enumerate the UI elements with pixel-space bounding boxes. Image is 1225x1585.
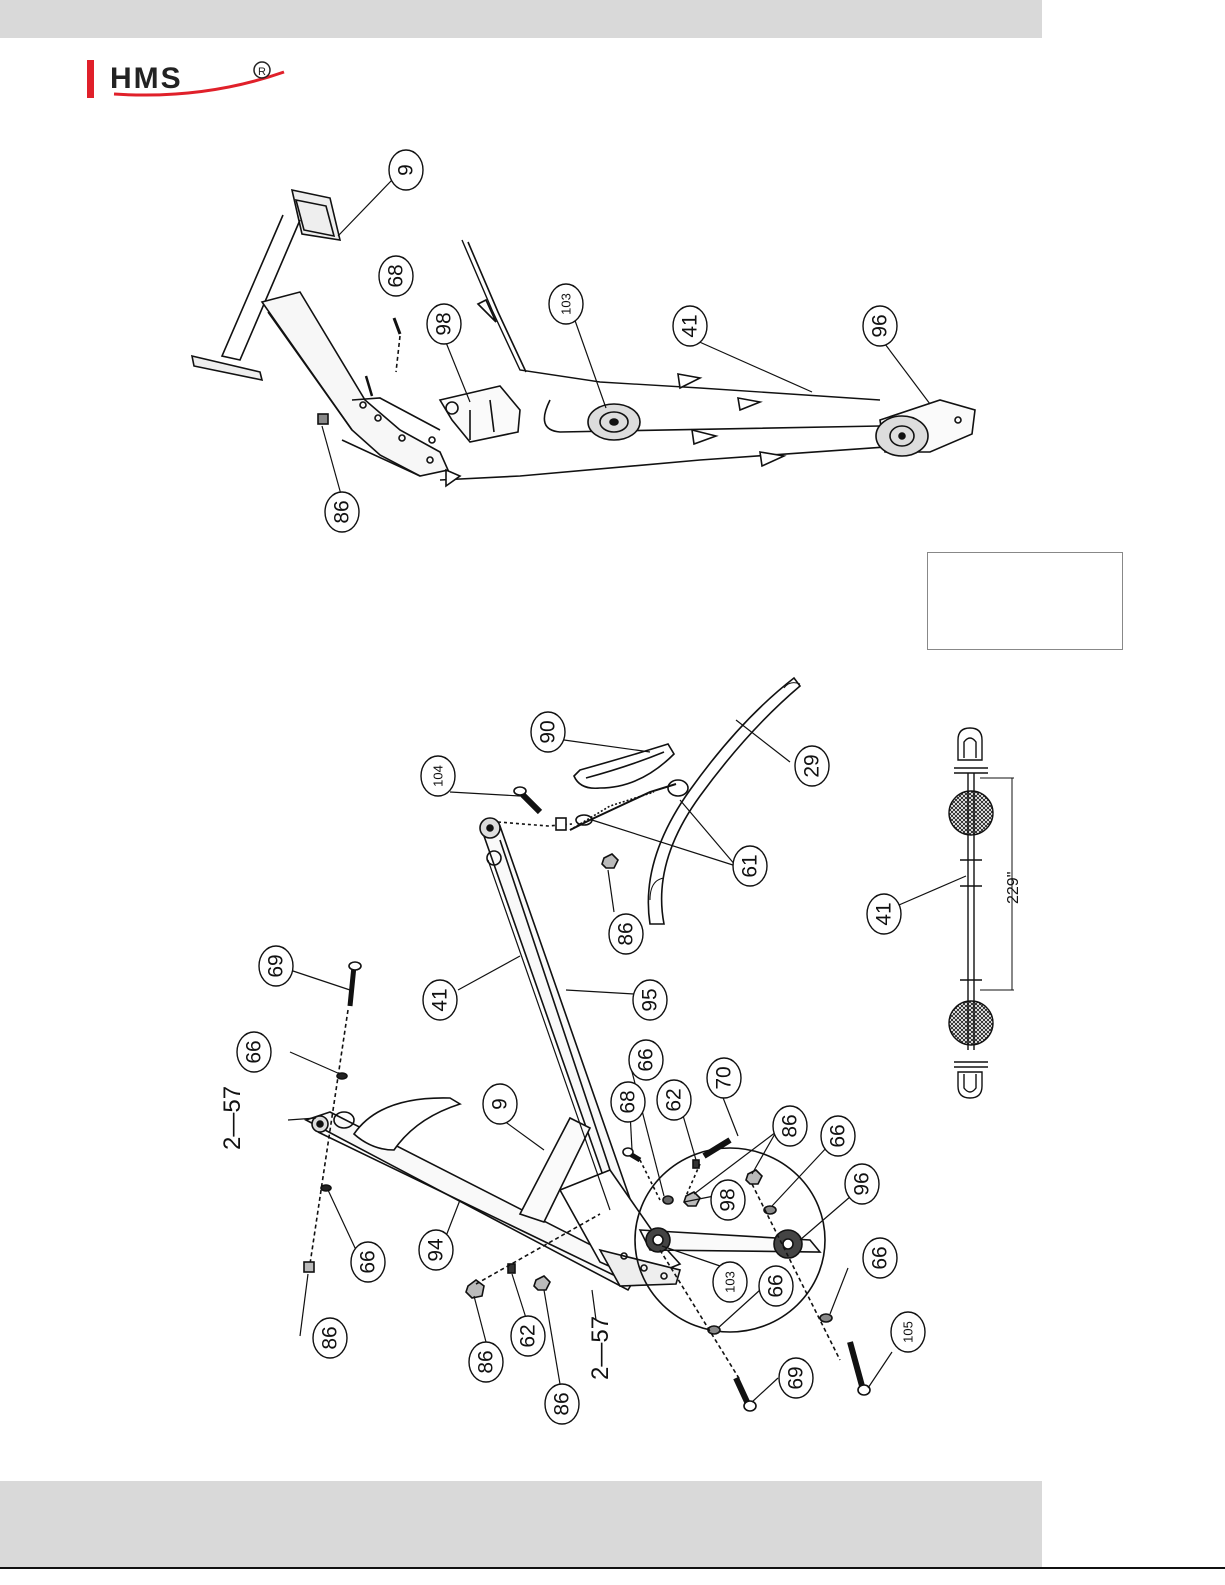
callout-label: 9	[489, 1098, 512, 1110]
callout-label: 96	[851, 1172, 874, 1195]
callout-b86a: 86	[609, 914, 643, 954]
cable-41-detail	[949, 728, 1014, 1098]
footer-bar	[0, 1481, 1042, 1567]
callout-b86c: 86	[469, 1342, 503, 1382]
callout-label: 66	[765, 1274, 788, 1297]
callout-b66d: 66	[351, 1242, 385, 1282]
callout-b66e: 66	[759, 1266, 793, 1306]
callout-label: 66	[869, 1246, 892, 1269]
top-assembly	[192, 190, 975, 486]
callout-label: 86	[475, 1350, 498, 1373]
callout-label: 66	[357, 1250, 380, 1273]
callout-c68: 68	[379, 256, 413, 296]
callout-c103: 103	[549, 284, 583, 324]
cable-length-label: 229"	[1005, 872, 1022, 904]
callout-c98: 98	[427, 304, 461, 344]
callout-b61: 61	[733, 846, 767, 886]
callout-label: 103	[723, 1271, 738, 1293]
callout-b62a: 62	[657, 1080, 691, 1120]
callout-b66a: 66	[237, 1032, 271, 1072]
callout-label: 29	[801, 754, 824, 777]
callout-label: 104	[431, 765, 446, 787]
callout-label: 94	[425, 1238, 448, 1262]
callout-b103: 103	[713, 1262, 747, 1302]
callout-label: 86	[779, 1114, 802, 1137]
callout-b69b: 69	[779, 1358, 813, 1398]
callout-b98: 98	[711, 1180, 745, 1220]
callout-label: 96	[869, 314, 892, 337]
callout-b86d: 86	[545, 1384, 579, 1424]
callout-group: 9 68 98 103 41 96 86 104 90 29 61 86 69 66 41 95 66 68 62 7…	[237, 150, 925, 1424]
callout-label: 86	[615, 922, 638, 945]
callout-b62b: 62	[511, 1316, 545, 1356]
callout-c9: 9	[389, 150, 423, 190]
callout-label: 86	[551, 1392, 574, 1415]
callout-label: 95	[639, 988, 662, 1011]
callout-label: 98	[717, 1188, 740, 1211]
callout-label: 68	[617, 1090, 640, 1113]
callout-label: 103	[559, 293, 574, 315]
callout-b96: 96	[845, 1164, 879, 1204]
callout-c96: 96	[863, 306, 897, 346]
callout-label: 86	[319, 1326, 342, 1349]
callout-label: 41	[429, 988, 452, 1011]
callout-label: 66	[827, 1124, 850, 1147]
callout-b105: 105	[891, 1312, 925, 1352]
callout-b41: 41	[423, 980, 457, 1020]
callout-label: 90	[537, 720, 560, 743]
callout-label: 105	[901, 1321, 916, 1343]
callout-label: 66	[635, 1048, 658, 1071]
callout-b41c: 41	[867, 894, 901, 934]
callout-b66f: 66	[863, 1238, 897, 1278]
callout-b104: 104	[421, 756, 455, 796]
callout-label: 69	[785, 1366, 808, 1389]
qty-57-bottom-label: 2—57	[587, 1316, 614, 1380]
callout-label: 61	[739, 854, 762, 877]
callout-label: 66	[243, 1040, 266, 1063]
bottom-rule	[0, 1567, 1225, 1569]
callout-b66b: 66	[629, 1040, 663, 1080]
callout-label: 68	[385, 264, 408, 287]
callout-c86: 86	[325, 492, 359, 532]
callout-b86e: 86	[313, 1318, 347, 1358]
callout-b66c: 66	[821, 1116, 855, 1156]
callout-label: 41	[679, 314, 702, 337]
callout-b95: 95	[633, 980, 667, 1020]
callout-label: 70	[713, 1066, 736, 1089]
callout-c41: 41	[673, 306, 707, 346]
callout-b90: 90	[531, 712, 565, 752]
qty-57-top-label: 2—57	[219, 1086, 246, 1150]
callout-label: 62	[663, 1088, 686, 1111]
callout-b86b: 86	[773, 1106, 807, 1146]
callout-b29: 29	[795, 746, 829, 786]
callout-label: 9	[395, 164, 418, 176]
callout-b70: 70	[707, 1058, 741, 1098]
callout-label: 69	[265, 954, 288, 977]
callout-b69a: 69	[259, 946, 293, 986]
callout-b94: 94	[419, 1230, 453, 1270]
callout-b68: 68	[611, 1082, 645, 1122]
callout-label: 86	[331, 500, 354, 523]
callout-label: 41	[873, 902, 896, 925]
callout-label: 62	[517, 1324, 540, 1347]
callout-b9: 9	[483, 1084, 517, 1124]
callout-label: 98	[433, 312, 456, 335]
